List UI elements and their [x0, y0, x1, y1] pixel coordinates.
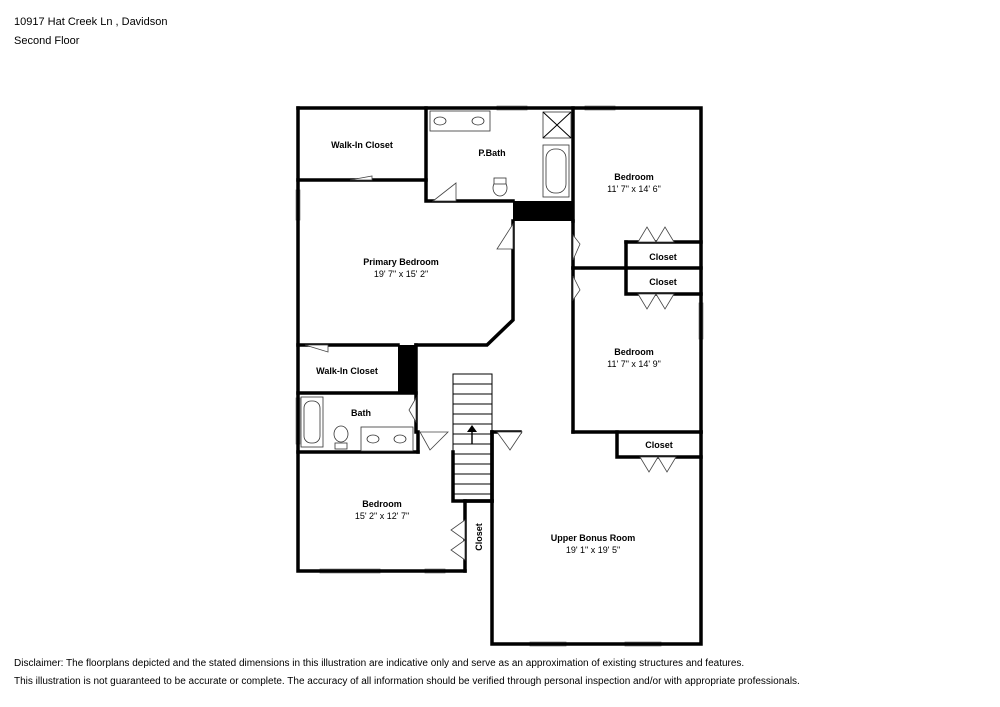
room-labels: Walk-In Closet P.Bath Bedroom 11' 7" x 1…	[316, 140, 677, 555]
closet-a-label: Closet	[649, 252, 677, 262]
walkin-closet-top-label: Walk-In Closet	[331, 140, 393, 150]
closet-b-label: Closet	[649, 277, 677, 287]
disclaimer-line-1: Disclaimer: The floorplans depicted and …	[14, 658, 745, 669]
walkin-closet-mid-label: Walk-In Closet	[316, 366, 378, 376]
bedroom-e-dims: 11' 7" x 14' 9"	[607, 359, 661, 369]
primary-bedroom-label: Primary Bedroom	[363, 257, 439, 267]
floor-label: Second Floor	[14, 35, 80, 47]
closet-d-label: Closet	[474, 523, 484, 551]
doors	[304, 175, 677, 561]
primary-bath-label: P.Bath	[478, 148, 505, 158]
bedroom-sw-label: Bedroom	[362, 499, 402, 509]
primary-bedroom-dims: 19' 7" x 15' 2"	[374, 269, 428, 279]
disclaimer-line-2: This illustration is not guaranteed to b…	[14, 676, 800, 687]
bedroom-sw-dims: 15' 2" x 12' 7"	[355, 511, 409, 521]
bedroom-ne-dims: 11' 7" x 14' 6"	[607, 184, 661, 194]
fixtures	[300, 110, 572, 452]
stairs	[452, 373, 493, 502]
chase-block	[398, 345, 416, 393]
bedroom-ne-label: Bedroom	[614, 172, 654, 182]
closet-c-label: Closet	[645, 440, 673, 450]
address-text: 10917 Hat Creek Ln , Davidson	[14, 16, 168, 28]
chimney-block	[513, 201, 573, 221]
upper-bonus-room-dims: 19' 1" x 19' 5"	[566, 545, 620, 555]
bath-label: Bath	[351, 408, 371, 418]
upper-bonus-room-label: Upper Bonus Room	[551, 533, 636, 543]
bedroom-e-label: Bedroom	[614, 347, 654, 357]
